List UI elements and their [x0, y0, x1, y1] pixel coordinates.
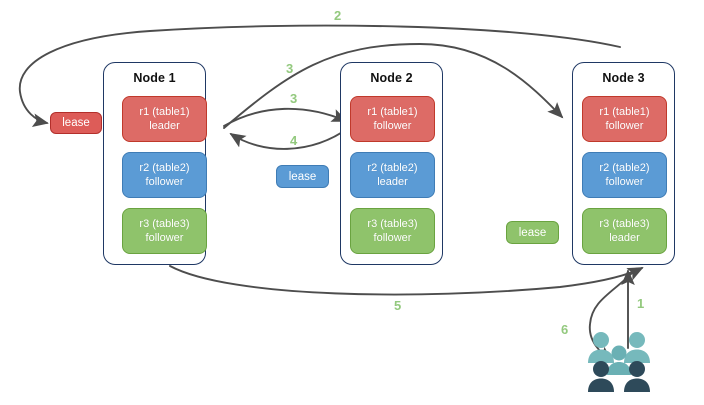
replica-name: r2 (table2) [139, 162, 190, 174]
node-container-3: Node 3 r1 (table1) follower r2 (table2) … [572, 62, 675, 265]
replica-node1-r3[interactable]: r3 (table3) follower [122, 208, 207, 254]
replica-name: r2 (table2) [599, 162, 650, 174]
arrow-step-2 [18, 24, 621, 127]
replica-node3-r2[interactable]: r2 (table2) follower [582, 152, 667, 198]
arrow-step-5 [169, 265, 644, 296]
replica-node2-r1[interactable]: r1 (table1) follower [350, 96, 435, 142]
replica-node3-r1[interactable]: r1 (table1) follower [582, 96, 667, 142]
replica-node2-r2[interactable]: r2 (table2) leader [350, 152, 435, 198]
replica-role: leader [609, 232, 640, 244]
replica-role: leader [377, 176, 408, 188]
replica-node2-r3[interactable]: r3 (table3) follower [350, 208, 435, 254]
node-title-2: Node 2 [370, 71, 413, 85]
step-label-2: 2 [334, 8, 342, 23]
replica-name: r1 (table1) [599, 106, 650, 118]
users-group-icon [588, 332, 650, 392]
replica-node1-r1[interactable]: r1 (table1) leader [122, 96, 207, 142]
arrow-step-3-to-node2 [223, 107, 348, 127]
node-title-1: Node 1 [133, 71, 176, 85]
step-label-3-upper: 3 [286, 61, 294, 76]
step-label-5: 5 [394, 298, 402, 313]
arrow-step-3-to-node3 [223, 43, 564, 129]
arrow-step-4 [229, 126, 351, 150]
replica-role: follower [373, 232, 412, 244]
node-container-2: Node 2 r1 (table1) follower r2 (table2) … [340, 62, 443, 265]
replica-name: r3 (table3) [367, 218, 418, 230]
step-label-4: 4 [290, 133, 298, 148]
node-title-3: Node 3 [602, 71, 645, 85]
replica-name: r3 (table3) [599, 218, 650, 230]
lease-badge-green[interactable]: lease [506, 221, 559, 244]
lease-badge-blue[interactable]: lease [276, 165, 329, 188]
lease-badge-red[interactable]: lease [50, 112, 102, 134]
replica-name: r1 (table1) [139, 106, 190, 118]
replica-role: follower [605, 176, 644, 188]
replica-node1-r2[interactable]: r2 (table2) follower [122, 152, 207, 198]
step-label-3-lower: 3 [290, 91, 298, 106]
replica-role: follower [373, 120, 412, 132]
step-label-6: 6 [561, 322, 569, 337]
replica-name: r2 (table2) [367, 162, 418, 174]
replica-name: r3 (table3) [139, 218, 190, 230]
replica-role: follower [145, 176, 184, 188]
replica-name: r1 (table1) [367, 106, 418, 118]
node-container-1: Node 1 r1 (table1) leader r2 (table2) fo… [103, 62, 207, 265]
replica-node3-r3[interactable]: r3 (table3) leader [582, 208, 667, 254]
replica-role: follower [605, 120, 644, 132]
step-label-1: 1 [637, 296, 645, 311]
replica-role: leader [149, 120, 180, 132]
replica-role: follower [145, 232, 184, 244]
